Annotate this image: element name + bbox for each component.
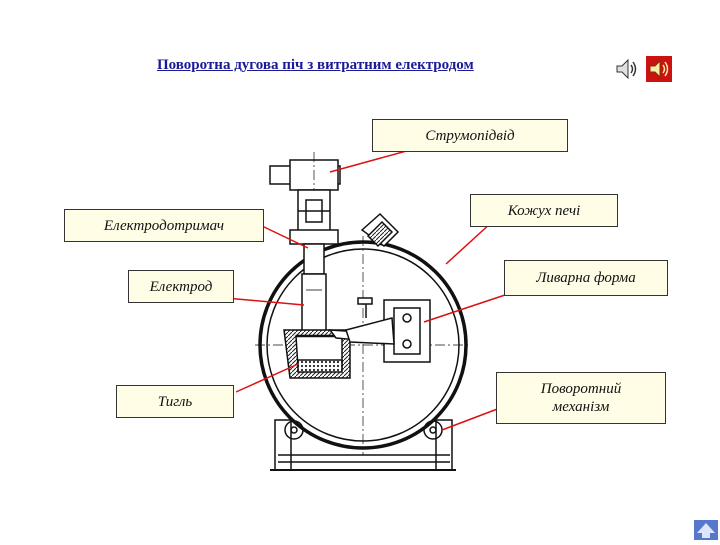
crucible	[283, 329, 361, 379]
label-strumopidvid: Струмопідвід	[372, 119, 568, 152]
label-kozhukh: Кожух печі	[470, 194, 618, 227]
label-povorotnyi-mekhanizm: Поворотний механізм	[496, 372, 666, 424]
label-tyhel: Тигль	[116, 385, 234, 418]
page-title: Поворотна дугова піч з витратним електро…	[157, 57, 474, 73]
home-arrow-icon[interactable]	[694, 520, 718, 540]
label-elektrod: Електрод	[128, 270, 234, 303]
label-lyvarna-forma: Ливарна форма	[504, 260, 668, 296]
speaker-icon[interactable]	[614, 56, 640, 82]
casting-mold	[345, 297, 431, 363]
label-line-1: Поворотний	[540, 381, 622, 397]
current-lead-assembly	[269, 152, 341, 330]
speaker-icon[interactable]	[646, 56, 672, 82]
side-spout	[360, 212, 400, 248]
leader-lines	[225, 149, 509, 431]
rotary-mechanism	[270, 419, 456, 471]
label-line-2: механізм	[552, 399, 610, 415]
label-elektrodotrymach: Електродотримач	[64, 209, 264, 242]
